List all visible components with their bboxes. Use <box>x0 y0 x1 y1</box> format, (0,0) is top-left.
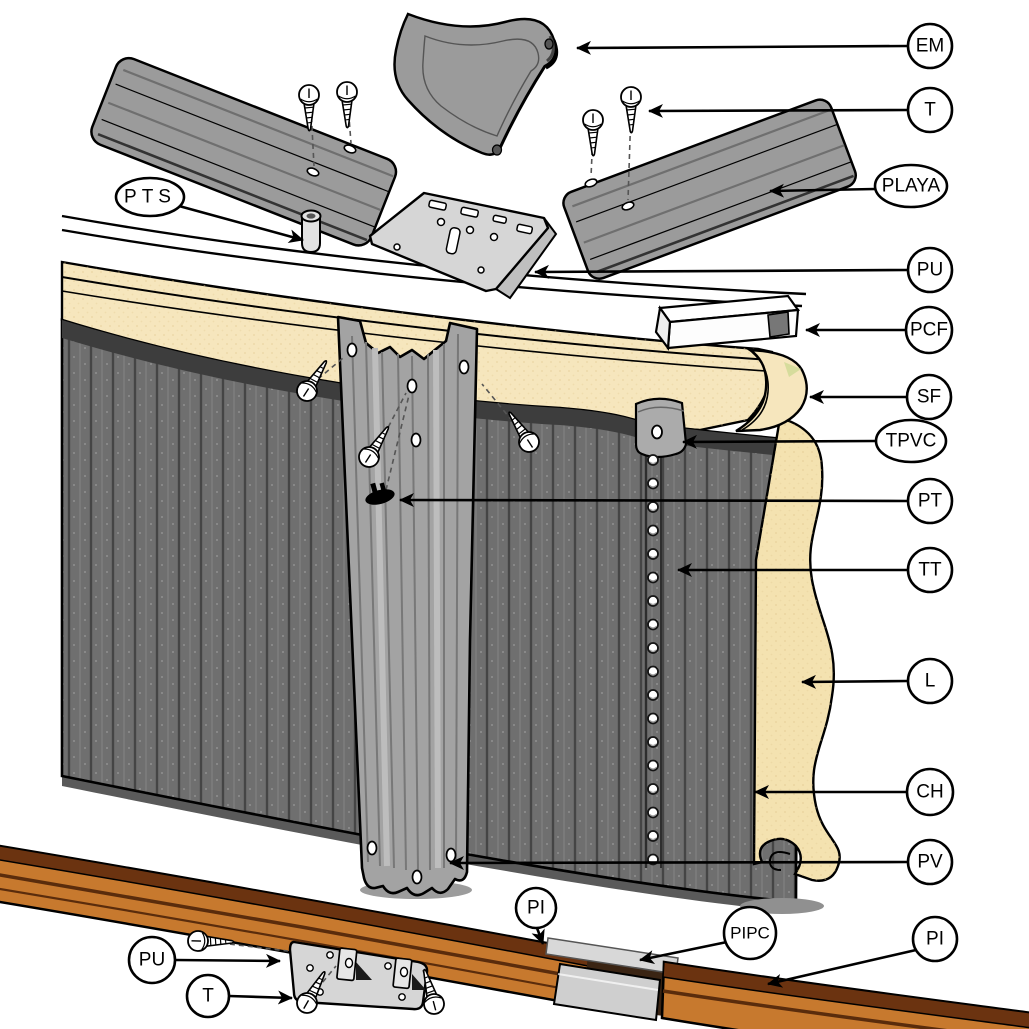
liner-curl <box>768 851 791 871</box>
leader-lines <box>174 40 917 1005</box>
label-pt: PT <box>906 477 954 525</box>
vertical-post <box>336 315 479 899</box>
post-highlight <box>433 349 441 869</box>
screw-hole <box>621 201 635 211</box>
svg-text:PI: PI <box>926 929 944 950</box>
cap-highlight <box>784 362 801 377</box>
em-end-cap <box>393 12 559 156</box>
svg-text:EM: EM <box>916 36 945 57</box>
label-pts: PTS <box>114 176 186 218</box>
label-pu-top: PU <box>906 246 954 294</box>
post-highlight <box>372 347 390 867</box>
svg-text:TPVC: TPVC <box>886 431 937 452</box>
wall-fasteners <box>292 354 544 505</box>
label-l: L <box>906 657 954 705</box>
svg-text:T: T <box>202 986 214 1007</box>
svg-text:PU: PU <box>139 950 165 971</box>
svg-text:PIPC: PIPC <box>730 924 770 943</box>
label-tt: TT <box>906 546 954 594</box>
label-t-top: T <box>906 86 954 134</box>
svg-text:SF: SF <box>917 387 941 408</box>
callout-labels: EM T PLAYA PU PCF SF TPVC PT <box>114 22 959 1019</box>
label-pi-right: PI <box>911 915 959 963</box>
label-sf: SF <box>905 373 953 421</box>
label-pipc: PIPC <box>722 905 778 961</box>
screw-hole <box>343 144 357 154</box>
svg-text:CH: CH <box>916 782 943 803</box>
label-pi-mid: PI <box>514 886 558 930</box>
pt-plug <box>365 482 395 505</box>
svg-text:TT: TT <box>918 560 942 581</box>
pcf-connector-end <box>767 311 790 338</box>
screw-icon <box>298 84 320 132</box>
ledge-end-cap <box>735 348 808 433</box>
bottom-rail <box>0 844 1029 1029</box>
label-pv: PV <box>906 838 954 886</box>
pu-bottom-plate <box>186 929 448 1018</box>
svg-text:PCF: PCF <box>910 320 948 341</box>
svg-text:PV: PV <box>917 852 943 873</box>
svg-text:PTS: PTS <box>124 187 176 208</box>
plate-slots <box>393 199 534 274</box>
pcf-end-bar <box>654 294 801 351</box>
plate-brackets <box>336 947 426 990</box>
svg-text:T: T <box>924 100 936 121</box>
screw-icon <box>336 81 358 129</box>
post-holes <box>346 342 470 885</box>
liner <box>740 416 841 914</box>
top-ledge-band <box>60 260 774 432</box>
screw-icon <box>582 109 604 157</box>
top-ledge-section <box>90 56 398 254</box>
label-t-bottom: T <box>185 973 231 1019</box>
wall-top-band <box>62 320 794 457</box>
em-rolled-edge <box>545 35 555 63</box>
pts-plug <box>300 209 322 254</box>
pu-top-plate <box>368 191 558 300</box>
label-em: EM <box>906 22 954 70</box>
svg-text:PI: PI <box>527 898 545 919</box>
playa-top-rail <box>562 86 857 280</box>
label-tpvc: TPVC <box>874 418 948 464</box>
screw-icon <box>620 86 642 134</box>
screw-hole <box>306 167 320 177</box>
label-playa: PLAYA <box>873 163 949 209</box>
label-ch: CH <box>905 767 955 817</box>
tpvc-tab <box>634 397 688 459</box>
wall-shadow <box>62 776 796 912</box>
label-pu-bottom: PU <box>127 935 177 985</box>
label-pcf: PCF <box>904 305 954 355</box>
svg-text:L: L <box>925 671 936 692</box>
svg-text:PT: PT <box>918 491 943 512</box>
svg-text:PLAYA: PLAYA <box>882 176 941 197</box>
screw-hole <box>584 178 598 188</box>
tpvc-hole <box>651 424 663 440</box>
svg-text:PU: PU <box>917 260 943 281</box>
